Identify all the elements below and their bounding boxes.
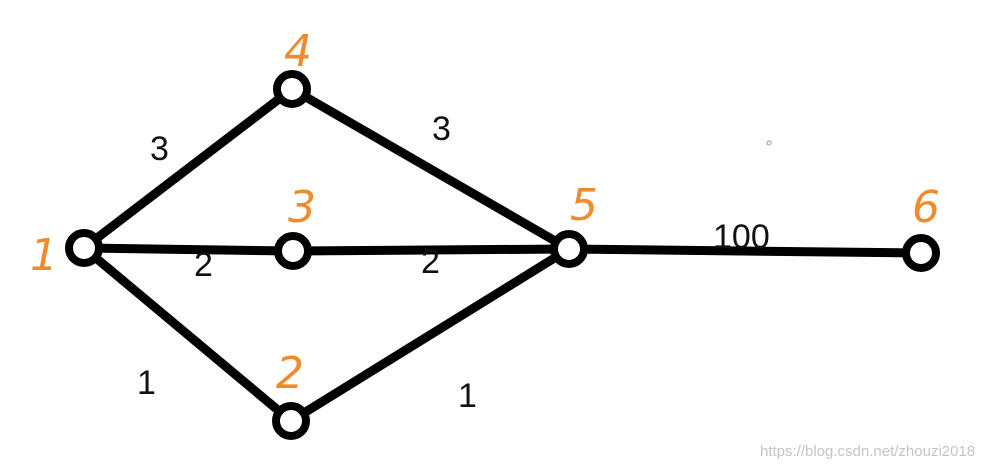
node-4-circle xyxy=(273,70,311,108)
weight-5-6: 100 xyxy=(713,218,770,256)
node-5-circle xyxy=(550,230,588,268)
node-6-circle xyxy=(902,234,940,272)
node-2-circle xyxy=(272,402,310,440)
weight-4-5: 3 xyxy=(432,110,451,148)
edge-1-2 xyxy=(79,243,296,426)
weight-1-2: 1 xyxy=(137,364,156,402)
node-3-circle xyxy=(274,232,312,270)
edge-2-5 xyxy=(286,244,574,426)
weight-1-3: 2 xyxy=(194,246,213,284)
node-3-label: 3 xyxy=(288,182,316,233)
edge-5-6 xyxy=(564,244,926,258)
edge-4-5 xyxy=(287,84,574,254)
node-2-label: 2 xyxy=(276,348,304,399)
edge-1-4 xyxy=(79,84,297,253)
edge-1-3 xyxy=(79,243,298,256)
weight-1-4: 3 xyxy=(150,130,169,168)
node-5-label: 5 xyxy=(570,180,598,231)
stray-dot xyxy=(766,140,772,146)
watermark-text: https://blog.csdn.net/zhouzi2018 xyxy=(760,443,975,460)
edge-3-5 xyxy=(288,244,574,256)
node-1-label: 1 xyxy=(30,230,58,281)
weight-3-5: 2 xyxy=(421,243,440,281)
node-1-circle xyxy=(65,229,103,267)
weight-2-5: 1 xyxy=(458,377,477,415)
node-4-label: 4 xyxy=(284,26,312,77)
node-6-label: 6 xyxy=(912,182,940,233)
